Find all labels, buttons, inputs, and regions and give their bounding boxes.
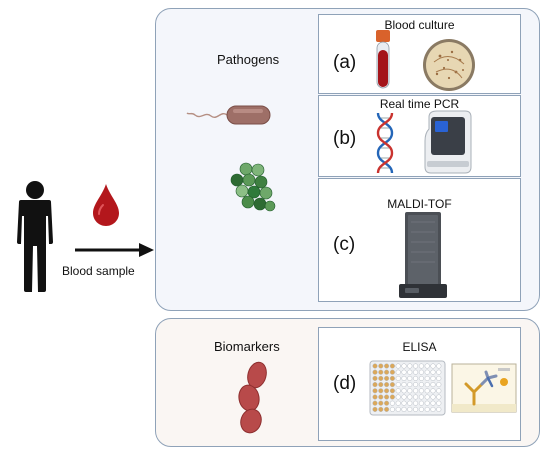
method-box-real-time-pcr — [318, 95, 521, 177]
method-title-real-time-pcr: Real time PCR — [379, 97, 460, 111]
coccus-cluster-icon — [230, 162, 276, 212]
method-title-blood-culture: Blood culture — [384, 18, 455, 32]
method-letter-d: (d) — [333, 373, 357, 394]
blood-tube-icon — [376, 30, 390, 89]
method-letter-a: (a) — [333, 52, 357, 73]
biomarkers-heading: Biomarkers — [214, 339, 280, 354]
petri-dish-icon — [423, 39, 475, 91]
method-title-maldi-tof: MALDI-TOF — [387, 197, 452, 211]
method-letter-b: (b) — [333, 128, 357, 149]
method-box-blood-culture — [318, 14, 521, 94]
biomarker-molecule-icon — [238, 361, 267, 434]
method-title-elisa: ELISA — [402, 340, 437, 354]
arrow-right-icon — [75, 243, 154, 257]
person-silhouette-icon — [17, 181, 53, 292]
pathogens-heading: Pathogens — [217, 52, 280, 67]
pcr-machine-icon — [424, 110, 472, 174]
blood-sample-caption: Blood sample — [62, 264, 135, 278]
mass-spectrometer-icon — [399, 212, 447, 298]
rod-bacterium-icon — [186, 105, 271, 125]
microplate-icon — [369, 360, 446, 416]
dna-helix-icon — [376, 112, 394, 174]
blood-drop-icon — [93, 184, 119, 226]
antibody-assay-icon — [451, 363, 517, 413]
method-letter-c: (c) — [333, 234, 356, 255]
